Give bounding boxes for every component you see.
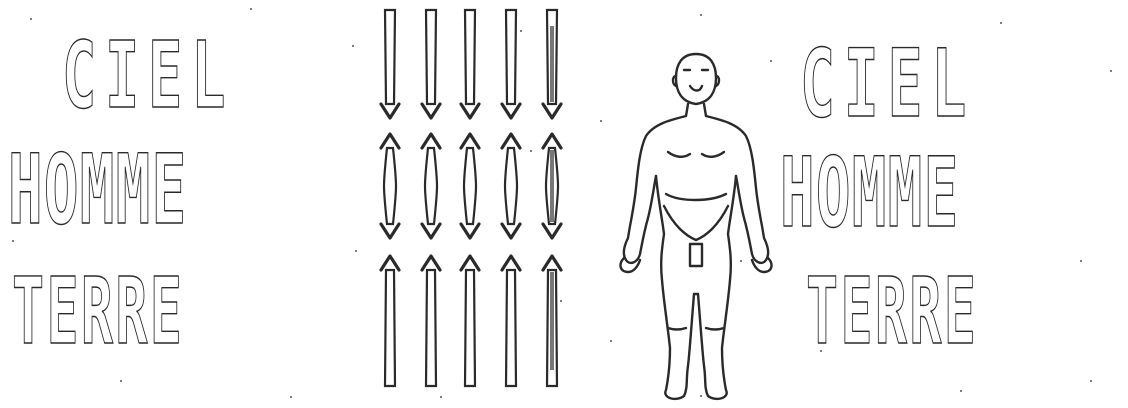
speck: [700, 14, 702, 16]
speck: [355, 250, 357, 252]
arrow-down-icon: [502, 10, 520, 118]
arrow-up-icon: [543, 256, 561, 386]
right-word-ciel: CIEL: [800, 38, 975, 132]
speck: [30, 18, 32, 20]
arrow-up-icon: [461, 256, 479, 386]
arrow-down-icon: [422, 10, 440, 118]
left-word-ciel: CIEL: [62, 30, 234, 122]
speck: [700, 395, 702, 397]
speck: [560, 300, 562, 302]
speck: [600, 120, 602, 122]
arrow-both-icon: [543, 134, 561, 238]
speck: [1110, 70, 1112, 72]
left-word-homme: HOMME: [8, 142, 187, 238]
speck: [740, 260, 742, 262]
arrow-down-icon: [461, 10, 479, 118]
arrow-grid: [370, 6, 590, 396]
speck: [1080, 260, 1082, 262]
speck: [820, 350, 822, 352]
arrow-both-icon: [422, 134, 440, 238]
speck: [770, 60, 772, 62]
arrow-down-icon: [543, 10, 561, 118]
arrow-up-icon: [502, 256, 520, 386]
speck: [530, 150, 532, 152]
speck: [610, 340, 612, 342]
speck: [120, 380, 122, 382]
arrow-up-icon: [422, 256, 440, 386]
arrow-up-icon: [381, 256, 399, 386]
arrow-down-icon: [381, 10, 399, 118]
speck: [352, 45, 354, 47]
left-word-terre: TERRE: [12, 266, 184, 358]
human-figure-icon: [610, 48, 780, 404]
speck: [250, 8, 252, 10]
speck: [290, 396, 292, 398]
speck: [1090, 380, 1092, 382]
speck: [12, 240, 14, 242]
arrow-both-icon: [461, 134, 479, 238]
right-word-homme: HOMME: [780, 145, 959, 241]
speck: [440, 396, 442, 398]
speck: [960, 390, 962, 392]
arrow-both-icon: [381, 134, 399, 238]
speck: [1000, 22, 1002, 24]
arrow-both-icon: [502, 134, 520, 238]
right-word-terre: TERRE: [806, 266, 978, 358]
speck: [520, 30, 522, 32]
